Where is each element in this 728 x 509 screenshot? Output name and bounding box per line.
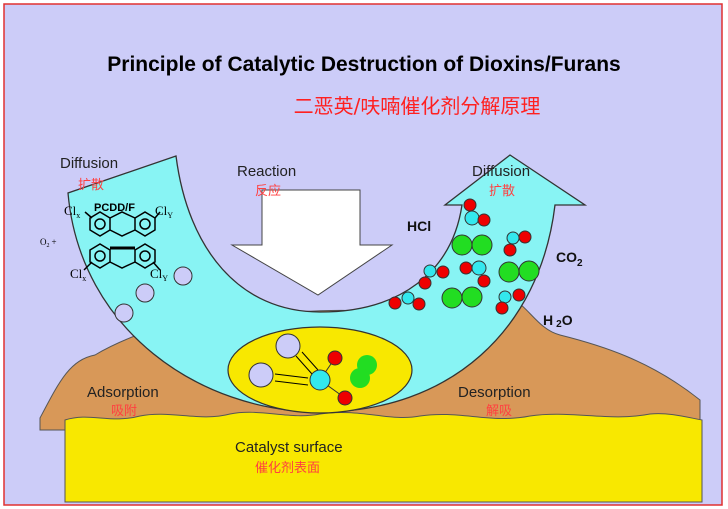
- o2-label: O2+: [40, 237, 57, 249]
- catalyst-cn: 催化剂表面: [255, 461, 320, 476]
- pcddf-label: PCDD/F: [94, 202, 135, 214]
- desorption-cn: 解吸: [486, 404, 512, 419]
- clx-label-top: Clx: [64, 203, 80, 220]
- adsorption-cn: 吸附: [111, 404, 137, 419]
- hcl-label: HCl: [407, 218, 431, 234]
- molecule-circle: [114, 303, 134, 323]
- catalyst-surface: [64, 411, 703, 503]
- cly-label-bottom: ClY: [150, 266, 168, 283]
- diffusion-left-cn: 扩散: [78, 178, 104, 193]
- atom: [309, 369, 331, 391]
- cly-label-top: ClY: [155, 203, 173, 220]
- clx-label-bottom: Clx: [70, 266, 86, 283]
- exchange-arrows: [274, 351, 319, 386]
- oxygen-atom: [327, 350, 343, 366]
- molecule-circle: [135, 283, 155, 303]
- diffusion-right-label: Diffusion: [472, 163, 530, 180]
- green-molecule: [350, 368, 370, 388]
- reaction-cn: 反应: [255, 183, 281, 199]
- adsorbed-molecule: [248, 362, 274, 388]
- subtitle-cn: 二恶英/呋喃催化剂分解原理: [294, 94, 541, 118]
- co2-label: CO2: [556, 249, 583, 269]
- adsorbed-molecule: [275, 333, 301, 359]
- adsorption-label: Adsorption: [87, 384, 159, 401]
- reaction-label: Reaction: [237, 163, 296, 180]
- diffusion-u-arrow: [67, 154, 588, 413]
- title: Principle of Catalytic Destruction of Di…: [107, 53, 620, 76]
- diffusion-left-label: Diffusion: [60, 155, 118, 172]
- oxygen-atom: [337, 390, 353, 406]
- desorption-label: Desorption: [458, 384, 531, 401]
- molecule-circle: [173, 266, 193, 286]
- product-molecules: [388, 198, 540, 315]
- pcdd-structure: [83, 211, 161, 271]
- catalyst-label: Catalyst surface: [235, 439, 343, 456]
- diffusion-right-cn: 扩散: [489, 184, 515, 199]
- reaction-arrow: [230, 189, 394, 296]
